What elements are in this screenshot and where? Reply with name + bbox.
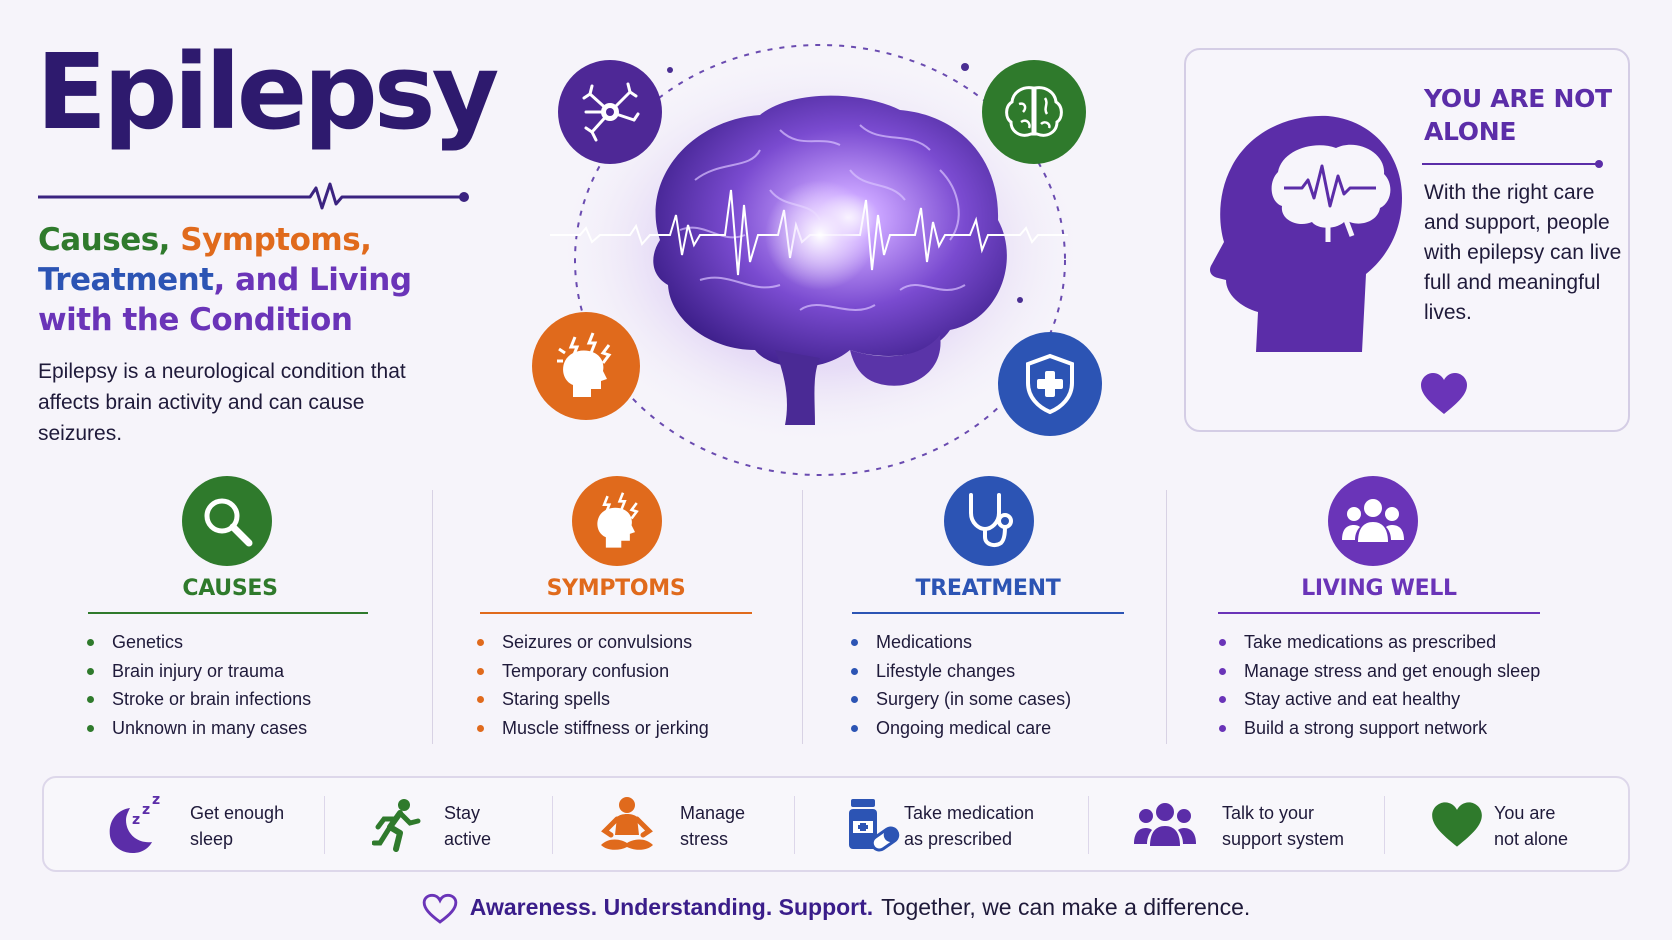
svg-text:z: z — [132, 812, 140, 828]
brain-icon — [982, 60, 1086, 164]
tip-divider — [324, 796, 325, 854]
head-lightning-icon — [572, 476, 662, 566]
living-well-column: LIVING WELL Take medications as prescrib… — [1214, 476, 1544, 746]
tip-line: Stay — [444, 803, 481, 823]
list-item: Brain injury or trauma — [86, 657, 311, 686]
tip-support: Talk to your support system — [1222, 800, 1344, 852]
footer-tagline: Awareness. Understanding. Support. Togeth… — [0, 890, 1672, 925]
causes-divider — [88, 612, 368, 614]
svg-text:z: z — [142, 802, 150, 818]
list-item: Take medications as prescribed — [1218, 628, 1540, 657]
treatment-column: TREATMENT Medications Lifestyle changes … — [848, 476, 1128, 746]
card-divider — [1422, 160, 1603, 168]
tip-divider — [1088, 796, 1089, 854]
living-well-divider — [1218, 612, 1540, 614]
tip-line: Get enough — [190, 803, 285, 823]
running-person-icon — [362, 790, 432, 860]
moon-sleep-icon: z z z — [94, 790, 164, 860]
medication-icon — [838, 790, 908, 860]
living-well-title: LIVING WELL — [1301, 576, 1457, 601]
tip-divider — [794, 796, 795, 854]
list-item: Manage stress and get enough sleep — [1218, 657, 1540, 686]
heart-icon — [1422, 790, 1492, 860]
list-item: Unknown in many cases — [86, 714, 311, 743]
column-divider — [1166, 490, 1167, 744]
footer-text: Together, we can make a difference. — [881, 894, 1251, 920]
list-item: Stay active and eat healthy — [1218, 685, 1540, 714]
treatment-divider — [852, 612, 1124, 614]
column-divider — [802, 490, 803, 744]
subtitle: Causes, Symptoms, Treatment, and Living … — [38, 220, 458, 340]
symptoms-title: SYMPTOMS — [546, 576, 686, 601]
tip-line: as prescribed — [904, 829, 1013, 849]
list-item: Lifestyle changes — [850, 657, 1071, 686]
shield-plus-icon — [998, 332, 1102, 436]
heartbeat-divider — [38, 182, 469, 210]
brain-hero — [520, 30, 1120, 480]
tip-sleep: Get enough sleep — [190, 800, 284, 852]
list-item: Medications — [850, 628, 1071, 657]
list-item: Muscle stiffness or jerking — [476, 714, 709, 743]
svg-text:z: z — [152, 792, 160, 808]
list-item: Staring spells — [476, 685, 709, 714]
causes-column: CAUSES Genetics Brain injury or trauma S… — [80, 476, 380, 746]
tip-line: Manage — [680, 803, 746, 823]
meditation-icon — [592, 790, 662, 860]
tip-divider — [552, 796, 553, 854]
people-group-icon — [1328, 476, 1418, 566]
tip-line: not alone — [1494, 829, 1569, 849]
tip-line: active — [444, 829, 492, 849]
tip-line: Talk to your — [1222, 803, 1315, 823]
tip-line: Take medication — [904, 803, 1035, 823]
footer-strong-text: Awareness. Understanding. Support. — [469, 894, 874, 920]
tip-not-alone: You are not alone — [1494, 800, 1568, 852]
subtitle-treatment: Treatment — [38, 262, 214, 298]
causes-title: CAUSES — [182, 576, 278, 601]
intro-text: Epilepsy is a neurological condition tha… — [38, 360, 406, 445]
column-divider — [432, 490, 433, 744]
treatment-list: Medications Lifestyle changes Surgery (i… — [850, 628, 1071, 742]
brain-illustration — [550, 44, 1090, 476]
page-title: Epilepsy — [36, 31, 499, 153]
card-heading: YOU ARE NOT ALONE — [1424, 84, 1612, 146]
tip-divider — [1384, 796, 1385, 854]
tip-stress: Manage stress — [680, 800, 745, 852]
symptoms-divider — [480, 612, 752, 614]
list-item: Genetics — [86, 628, 311, 657]
list-item: Ongoing medical care — [850, 714, 1071, 743]
tip-medication: Take medication as prescribed — [904, 800, 1034, 852]
stethoscope-icon — [944, 476, 1034, 566]
tip-active: Stay active — [444, 800, 491, 852]
heart-outline-icon — [422, 893, 458, 924]
head-profile-icon — [1210, 115, 1402, 352]
tip-line: support system — [1222, 829, 1345, 849]
tip-line: sleep — [190, 829, 234, 849]
support-group-icon — [1130, 790, 1200, 860]
list-item: Stroke or brain infections — [86, 685, 311, 714]
list-item: Build a strong support network — [1218, 714, 1540, 743]
list-item: Temporary confusion — [476, 657, 709, 686]
list-item: Surgery (in some cases) — [850, 685, 1071, 714]
subtitle-symptoms: Symptoms, — [180, 222, 372, 258]
symptoms-list: Seizures or convulsions Temporary confus… — [476, 628, 709, 742]
heart-icon — [1421, 373, 1467, 414]
list-item: Seizures or convulsions — [476, 628, 709, 657]
tip-line: stress — [680, 829, 729, 849]
subtitle-condition: with the Condition — [38, 302, 353, 338]
symptoms-column: SYMPTOMS Seizures or convulsions Tempora… — [476, 476, 756, 746]
card-text: With the right care and support, people … — [1424, 181, 1622, 324]
causes-list: Genetics Brain injury or trauma Stroke o… — [86, 628, 311, 742]
magnifier-icon — [182, 476, 272, 566]
subtitle-living: , and Living — [213, 262, 413, 298]
tip-line: You are — [1494, 803, 1556, 823]
living-well-list: Take medications as prescribed Manage st… — [1218, 628, 1540, 742]
treatment-title: TREATMENT — [915, 576, 1061, 601]
subtitle-causes: Causes, — [38, 222, 181, 258]
tips-bar: z z z Get enough sleep Stay active M — [42, 776, 1630, 872]
head-lightning-icon — [532, 312, 640, 420]
neuron-icon — [558, 60, 662, 164]
